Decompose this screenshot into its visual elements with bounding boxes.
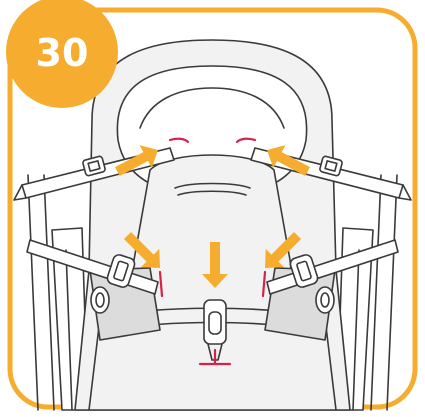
arrow-upper-right — [267, 145, 310, 177]
waist-belt-right — [266, 239, 399, 295]
arrow-mid-right — [265, 231, 302, 268]
slot-waist-right — [261, 270, 267, 298]
step-badge: 30 — [6, 0, 118, 108]
slot-shoulder-right — [235, 137, 257, 144]
arrow-upper-left — [115, 145, 158, 177]
slot-waist-left — [158, 270, 164, 298]
pivot-knob-left — [90, 286, 110, 314]
pivot-knob-right — [315, 286, 335, 314]
waist-belt-left — [26, 239, 159, 295]
step-number: 30 — [36, 31, 89, 75]
slot-shoulder-left — [168, 137, 190, 144]
arrow-mid-left — [123, 231, 160, 268]
crotch-buckle — [198, 299, 232, 366]
arrow-center — [202, 242, 228, 288]
